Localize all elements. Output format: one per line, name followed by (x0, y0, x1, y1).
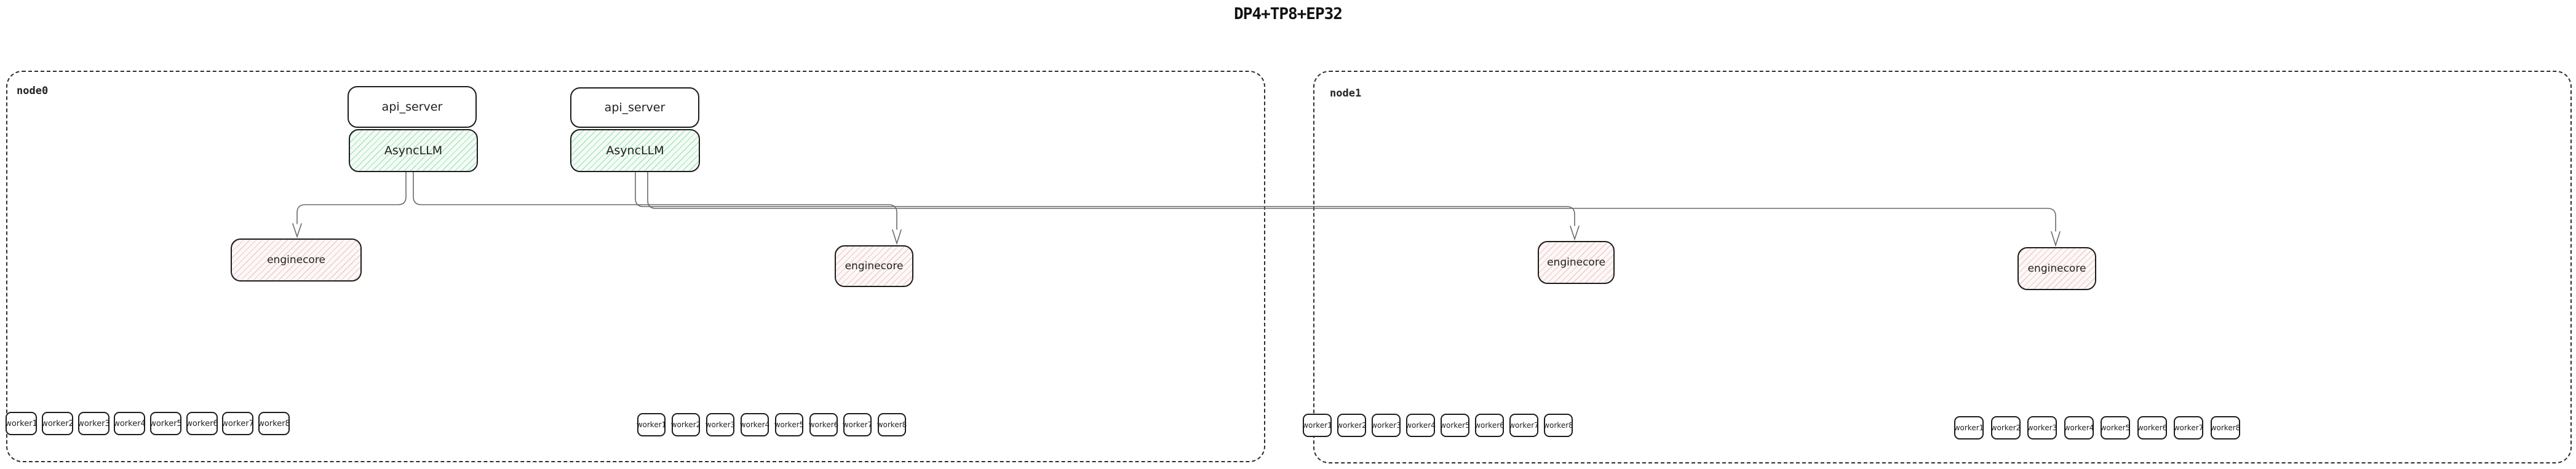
worker-box: worker8 (258, 412, 290, 435)
worker-box: worker1 (1302, 414, 1332, 437)
worker-box: worker1 (1954, 416, 1984, 439)
worker-box: worker5 (2101, 416, 2130, 439)
asyncllm-box: AsyncLLM (570, 129, 700, 172)
enginecore-box: enginecore (1538, 241, 1615, 284)
enginecore-box: enginecore (231, 238, 362, 282)
worker-box: worker1 (5, 412, 38, 435)
worker-box: worker7 (1509, 414, 1539, 437)
worker-box: worker4 (2064, 416, 2094, 439)
worker-box: worker6 (186, 412, 218, 435)
worker-box: worker1 (637, 413, 666, 436)
worker-box: worker2 (41, 412, 74, 435)
enginecore-box: enginecore (2017, 247, 2096, 290)
api-server-box: api_server (570, 87, 699, 128)
diagram-title: DP4+TP8+EP32 (1234, 5, 1343, 23)
worker-box: worker4 (1405, 414, 1436, 437)
worker-box: worker6 (809, 413, 838, 436)
node1-label: node1 (1330, 87, 1362, 100)
worker-box: worker8 (2211, 416, 2240, 439)
worker-box: worker6 (2137, 416, 2167, 439)
worker-box: worker6 (1474, 414, 1505, 437)
worker-box: worker2 (671, 413, 701, 436)
worker-box: worker3 (706, 413, 735, 436)
worker-box: worker8 (877, 413, 907, 436)
worker-box: worker3 (2027, 416, 2057, 439)
node1-boundary (1313, 71, 2572, 463)
worker-box: worker4 (113, 412, 146, 435)
worker-box: worker3 (1371, 414, 1401, 437)
node0-label: node0 (17, 85, 49, 97)
api-server-box: api_server (348, 86, 477, 128)
asyncllm-box: AsyncLLM (349, 129, 478, 172)
worker-box: worker3 (78, 412, 110, 435)
worker-box: worker5 (149, 412, 182, 435)
enginecore-box: enginecore (835, 245, 913, 287)
worker-box: worker2 (1337, 414, 1367, 437)
worker-box: worker7 (843, 413, 872, 436)
node0-boundary (6, 71, 1265, 462)
worker-box: worker5 (774, 413, 804, 436)
worker-box: worker4 (740, 413, 769, 436)
worker-box: worker7 (221, 412, 254, 435)
worker-box: worker5 (1440, 414, 1470, 437)
worker-box: worker2 (1991, 416, 2021, 439)
worker-box: worker8 (1543, 414, 1573, 437)
worker-box: worker7 (2174, 416, 2203, 439)
